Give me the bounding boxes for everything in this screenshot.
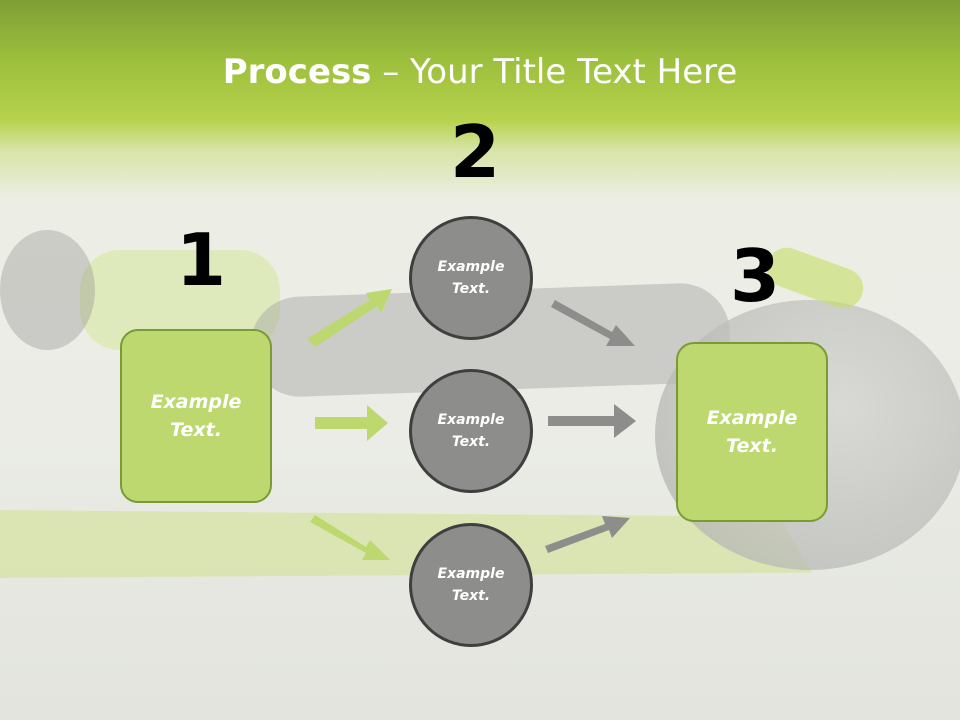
- arrow-left-to-top: [307, 289, 392, 347]
- step-number-1: 1: [176, 218, 227, 302]
- step-circle-middle: Example Text.: [409, 369, 533, 493]
- step-circle-top: Example Text.: [409, 216, 533, 340]
- background-figure-head: [0, 230, 95, 350]
- step-circle-bottom: Example Text.: [409, 523, 533, 647]
- background-mat: [0, 510, 812, 578]
- title-bold: Process: [222, 52, 372, 92]
- title-rest: – Your Title Text Here: [371, 52, 738, 92]
- step-number-2: 2: [450, 110, 501, 194]
- green-arrows: [307, 289, 392, 560]
- step-box-left: Example Text.: [120, 329, 272, 503]
- step-number-3: 3: [730, 234, 781, 318]
- arrow-middle-to-right: [548, 404, 636, 438]
- step-box-right: Example Text.: [676, 342, 828, 522]
- arrow-bottom-to-right: [545, 516, 630, 553]
- gray-arrows: [545, 300, 636, 553]
- arrow-left-to-bottom: [310, 515, 390, 560]
- arrow-top-to-right: [551, 300, 635, 346]
- slide-title: Process – Your Title Text Here: [0, 52, 960, 92]
- arrow-left-to-middle: [315, 405, 388, 441]
